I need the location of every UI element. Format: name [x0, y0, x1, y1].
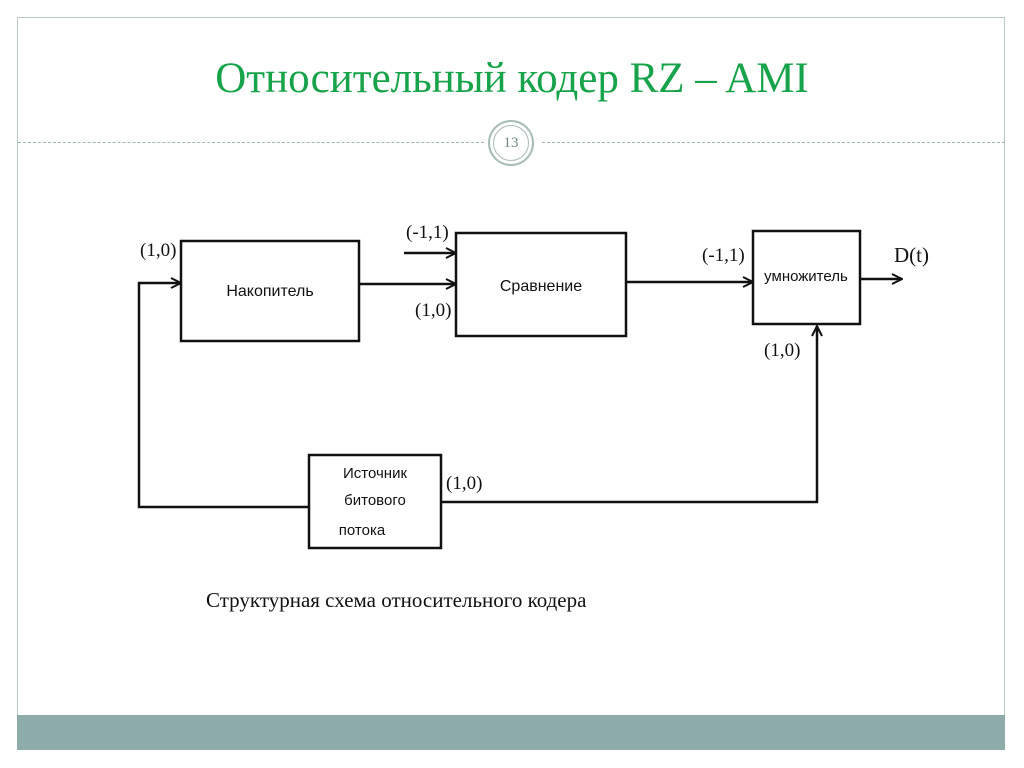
feedback-line [137, 283, 309, 509]
comparison-bottom-input-label: (1,0) [415, 300, 451, 321]
slide-title: Относительный кодер RZ – AMI [215, 55, 809, 102]
accumulator-input-label: (1,0) [140, 240, 176, 261]
footer-bar [17, 715, 1005, 750]
title-divider-right [542, 142, 1005, 143]
title-divider-left [18, 142, 484, 143]
source-to-multiplier-line [441, 326, 817, 504]
multiplier-feedback-label: (1,0) [764, 340, 800, 361]
multiplier-input-label: (-1,1) [702, 245, 745, 266]
comparison-top-input-label: (-1,1) [406, 222, 449, 243]
page-number: 13 [493, 125, 529, 161]
comparison-label: Сравнение [500, 278, 582, 295]
diagram-caption: Структурная схема относительного кодера [206, 588, 587, 612]
output-label: D(t) [894, 243, 929, 267]
accumulator-block [179, 239, 361, 343]
multiplier-block [751, 229, 862, 326]
source-label-line1: Источник [343, 465, 407, 482]
bitstream-source-block [307, 453, 443, 550]
source-label-line2: битового [344, 492, 406, 509]
multiplier-label: умножитель [764, 268, 848, 285]
source-label-line3: потока [339, 522, 386, 539]
accumulator-label: Накопитель [226, 283, 313, 300]
source-output-label: (1,0) [446, 473, 482, 494]
page-number-badge: 13 [488, 120, 534, 166]
